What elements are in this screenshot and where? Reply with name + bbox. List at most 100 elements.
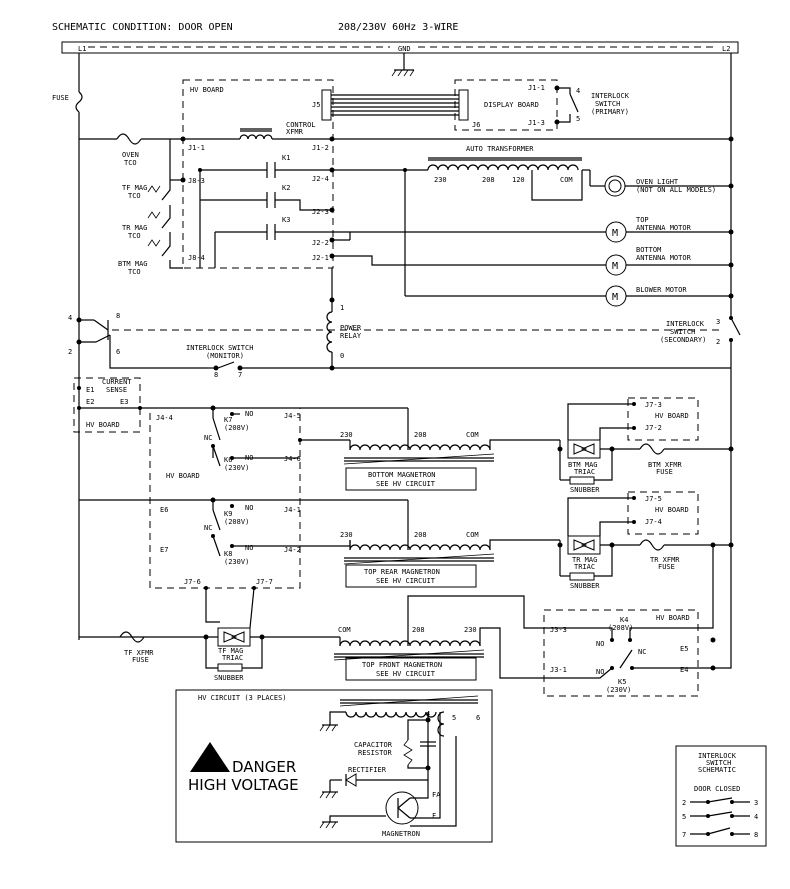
tf-xfmr-fuse — [119, 631, 145, 643]
hv-ground-1 — [319, 724, 338, 732]
monitor-node-7 — [237, 365, 243, 371]
bus-l2-label: L2 — [722, 45, 730, 53]
f-label: F — [432, 812, 436, 820]
hv-board-j75-outline — [627, 491, 699, 535]
at-120-com — [531, 170, 583, 201]
k6-voltage: (230V) — [224, 464, 249, 472]
hv-circuit-title: HV CIRCUIT (3 PLACES) — [198, 694, 287, 702]
danger-label: DANGER — [232, 758, 296, 776]
k1-label: K1 — [282, 154, 290, 162]
supply-spec: 208/230V 60Hz 3-WIRE — [338, 22, 458, 33]
top-rear-magnetron-box — [345, 564, 477, 588]
tr-mag-triac-label-1: TR MAG — [572, 556, 597, 564]
l2-node-186 — [728, 183, 734, 189]
j4-6-label: J4-6 — [284, 455, 301, 463]
bleeder-resistor — [403, 739, 413, 766]
at-230-label: 230 — [434, 176, 447, 184]
interlock-schematic-switches — [690, 797, 750, 836]
j4-4-label: J4-4 — [156, 414, 173, 422]
tf-230-tap — [479, 627, 548, 679]
tf-com-label: COM — [338, 626, 351, 634]
e1-node — [77, 386, 81, 390]
power-relay-coil — [326, 311, 333, 353]
bus-gnd-label: GND — [398, 45, 411, 53]
current-sense-label-1: CURRENT — [102, 378, 132, 386]
hv-circuit-box — [175, 689, 493, 843]
hv-board-k4-label: HV BOARD — [656, 614, 690, 622]
snubber-2 — [569, 572, 595, 581]
k2-line-right — [275, 199, 332, 211]
j7-5-label: J7-5 — [645, 495, 662, 503]
magnetron-label: MAGNETRON — [382, 830, 420, 838]
k9-no-label: NO — [245, 504, 253, 512]
wire-j7-6 — [205, 588, 220, 623]
snubber-1-right — [594, 449, 613, 481]
left-switch-pin4: 4 — [68, 314, 72, 322]
top-antenna-motor-m: M — [612, 228, 618, 239]
magnetron-f-return — [410, 736, 457, 827]
btm-xfmr-fuse — [639, 443, 665, 455]
btm-mag-triac-label-2: TRIAC — [574, 468, 595, 476]
bottom-magnetron-box — [345, 467, 477, 491]
magnetron-filament-a — [397, 797, 411, 809]
l2-node-265 — [728, 262, 734, 268]
interlock-monitor-label-1: INTERLOCK SWITCH — [186, 344, 253, 352]
oven-light-label-1: OVEN LIGHT — [636, 178, 679, 186]
snubber-1-label: SNUBBER — [570, 486, 600, 494]
tr-mag-tco-label-1: TR MAG — [122, 224, 147, 232]
hv-ground-lead — [329, 711, 346, 725]
j7-7-label: J7-7 — [256, 578, 273, 586]
j1-1-label: J1-1 — [188, 144, 205, 152]
k7-no-label: NO — [245, 410, 253, 418]
left-switch-pin2: 2 — [68, 348, 72, 356]
ground-symbol-top — [391, 53, 415, 77]
j1-2-node — [329, 136, 335, 142]
display-board-label: DISPLAY BOARD — [484, 101, 539, 109]
at-input-node — [403, 168, 407, 172]
magnetron-f-lead — [410, 712, 441, 819]
k7-voltage: (208V) — [224, 424, 249, 432]
k4-voltage: (208V) — [608, 624, 633, 632]
magnetron-ground-lead — [329, 815, 386, 822]
j4-1-label: J4-1 — [284, 506, 301, 514]
e4-label: E4 — [680, 666, 688, 674]
k4-no-label: NO — [596, 640, 604, 648]
k6-label: K6 — [224, 456, 232, 464]
current-sense-label-2: SENSE — [106, 386, 127, 394]
e4-node — [710, 665, 716, 671]
hv-ground-2 — [319, 791, 338, 799]
interlock-schematic-label-1: INTERLOCK — [698, 752, 737, 760]
tr-mag-triac-label-2: TRIAC — [574, 563, 595, 571]
tf-xfmr-fuse-label-2: FUSE — [132, 656, 149, 664]
j7-2-label: J7-2 — [645, 424, 662, 432]
interlock-switch-secondary — [729, 316, 741, 640]
fa-label: FA — [432, 791, 441, 799]
j4-2-label: J4-2 — [284, 546, 301, 554]
wire-monitor-left — [109, 335, 208, 369]
e3-label: E3 — [120, 398, 128, 406]
interlock-secondary-label-2: SWITCH — [670, 328, 695, 336]
wire-j7-7 — [249, 587, 255, 629]
bm-com-out — [489, 439, 560, 450]
top-rear-magnetron-label-2: SEE HV CIRCUIT — [376, 577, 436, 585]
interlock-primary-label-2: SWITCH — [595, 100, 620, 108]
btm-mag-tco — [147, 239, 183, 269]
left-switch-pin8: 8 — [116, 312, 120, 320]
tr-mag-triac — [567, 535, 601, 555]
isch-pin8: 8 — [754, 831, 758, 839]
j8-3-label: J8-3 — [188, 177, 205, 185]
tr-triac-out-node — [609, 542, 615, 548]
tr-mag-tco — [147, 210, 171, 240]
wire-j7-5 — [567, 497, 634, 536]
isch-pin2: 2 — [682, 799, 686, 807]
power-relay-node-0 — [329, 365, 335, 371]
hv-board-j73-outline — [627, 397, 699, 441]
interlock-schematic-box — [675, 745, 767, 847]
top-front-magnetron-box — [345, 657, 477, 681]
hv-board-top-label: HV BOARD — [190, 86, 224, 94]
e2-node — [77, 406, 81, 410]
e5-label: E5 — [680, 645, 688, 653]
top-front-magnetron-label-2: SEE HV CIRCUIT — [376, 670, 436, 678]
hv-pin6: 6 — [476, 714, 480, 722]
oven-light-bulb — [604, 175, 626, 197]
